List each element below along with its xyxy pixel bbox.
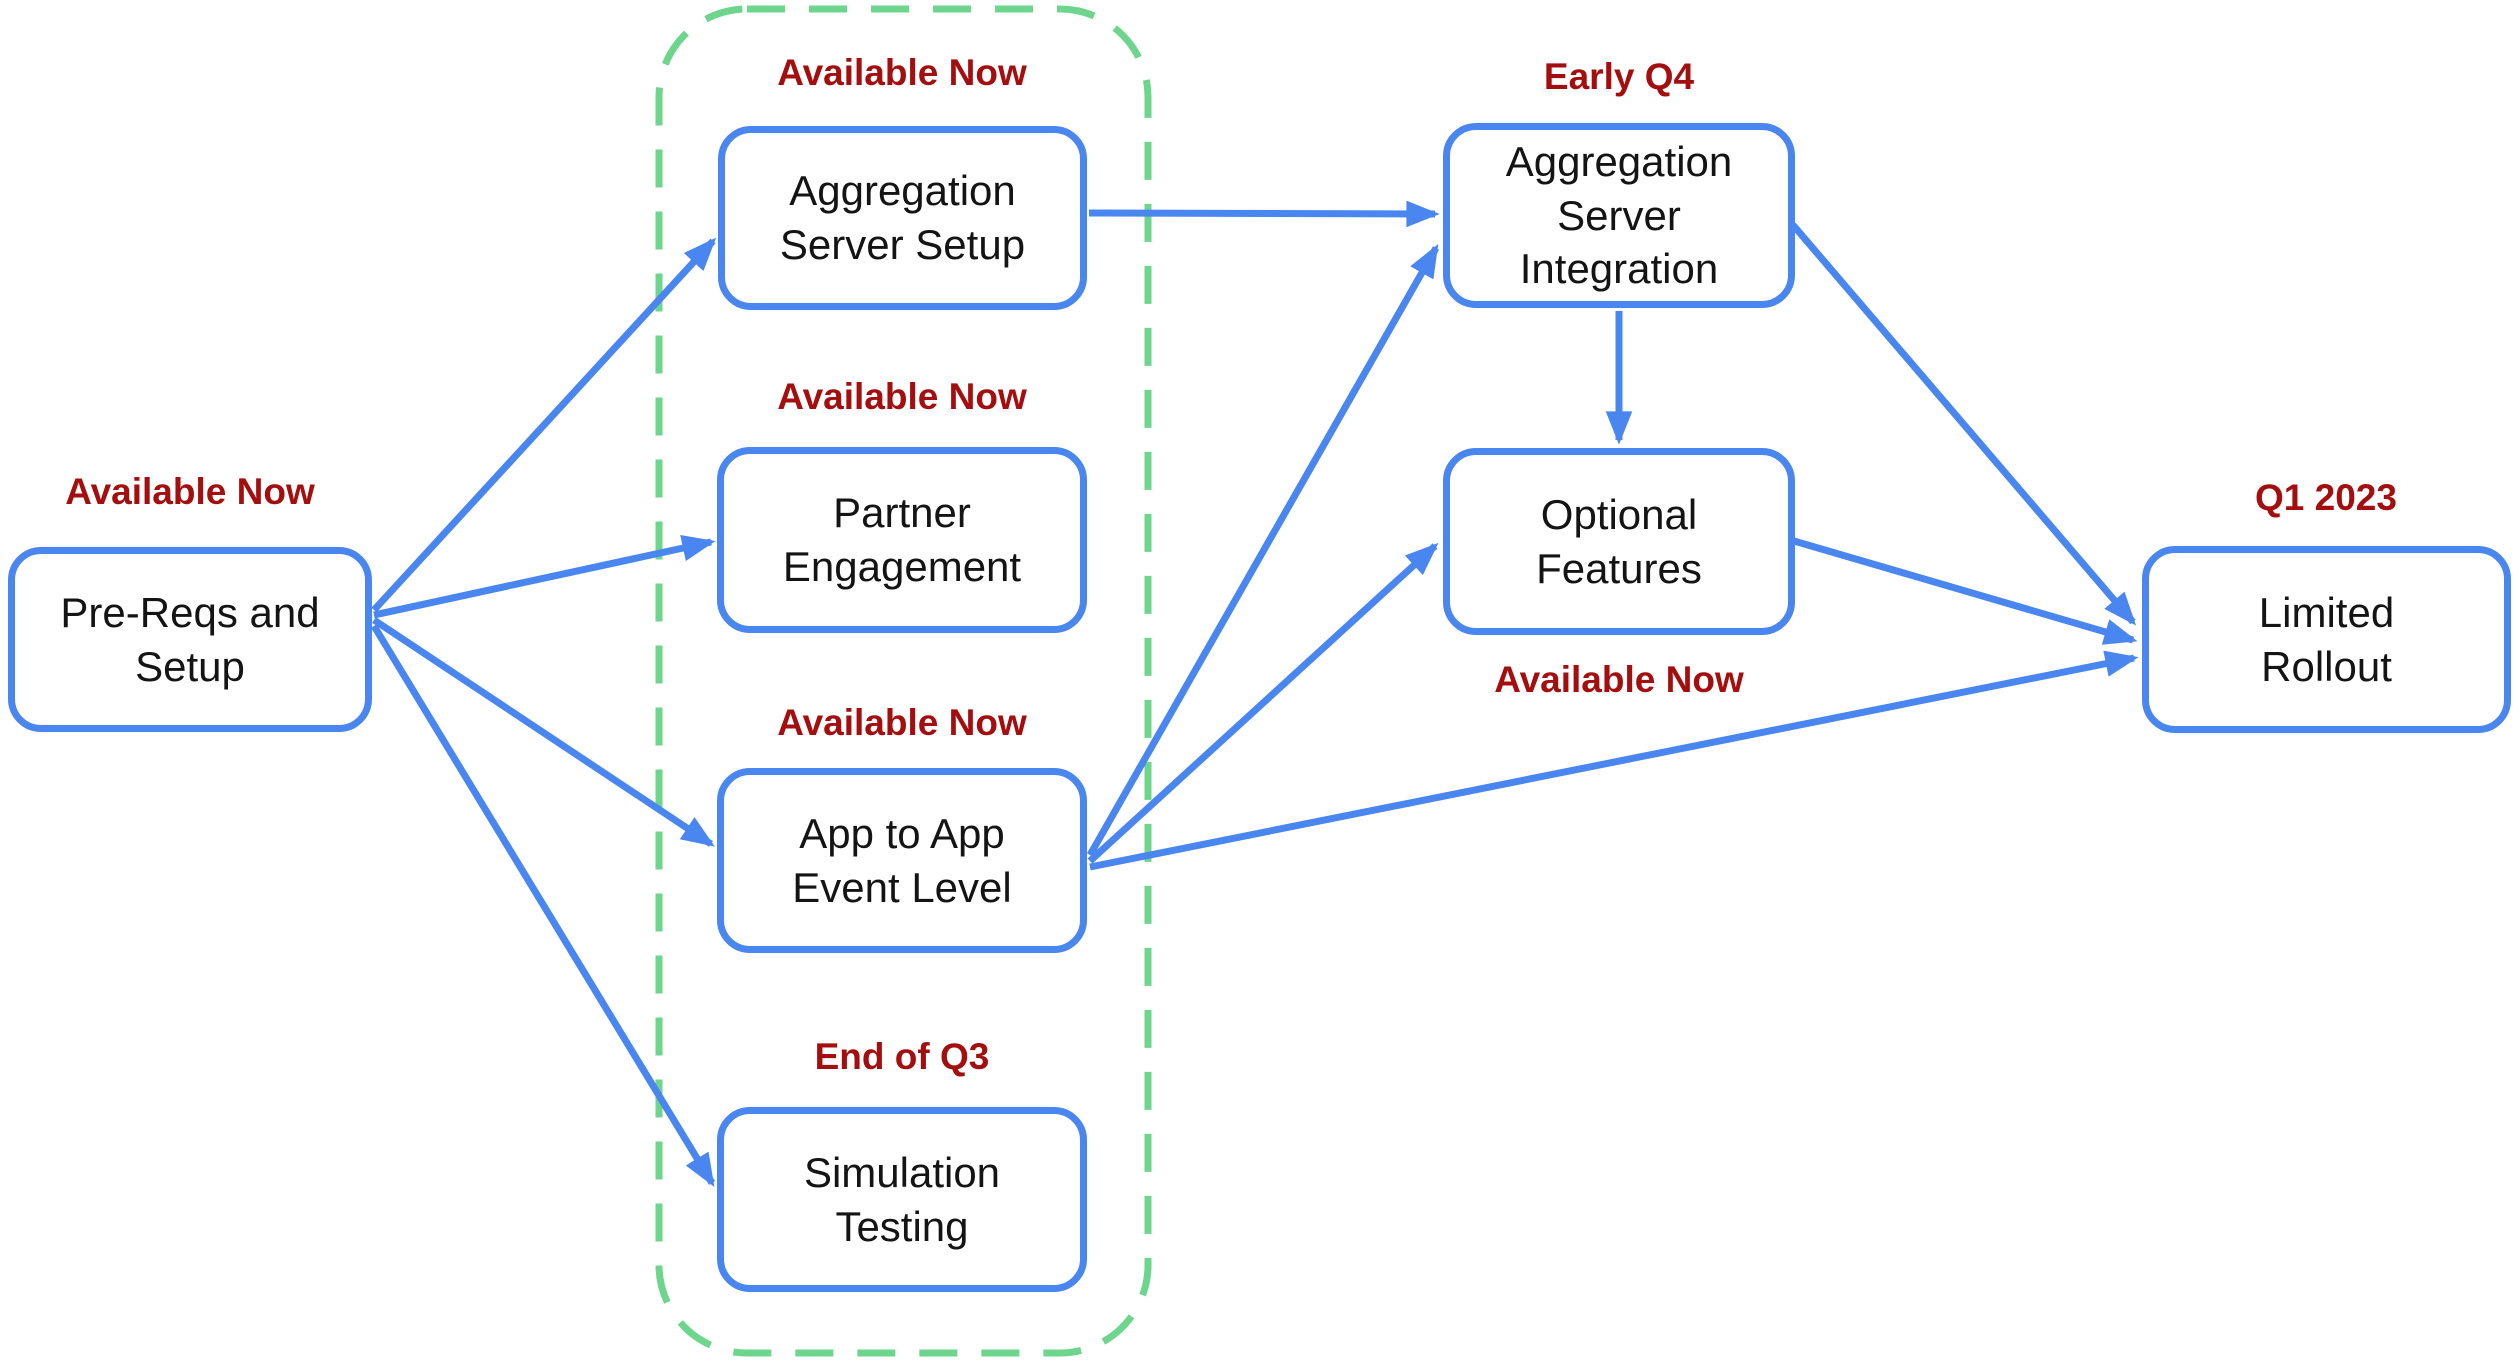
- edge-agg_setup-to-agg_integration: [1088, 200, 1440, 228]
- status-limited: Q1 2023: [2255, 477, 2397, 518]
- status-optional: Available Now: [1494, 659, 1744, 700]
- edge-agg_integration-to-limited: [1790, 222, 2137, 626]
- node-aggregation-server-setup: Aggregation Server Setup: [718, 126, 1087, 310]
- node-aggregation-server-integration: Aggregation Server Integration: [1443, 123, 1795, 308]
- status-pre-reqs: Available Now: [65, 471, 315, 512]
- edge-pre_reqs-to-simulation: [371, 624, 715, 1187]
- node-pre-reqs-and-setup: Pre-Reqs and Setup: [8, 547, 372, 732]
- phase-group-outline: [655, 5, 1152, 1357]
- status-agg-integration: Early Q4: [1543, 56, 1695, 97]
- node-app-to-app-event-level: App to App Event Level: [717, 768, 1087, 953]
- status-agg-setup: Available Now: [777, 52, 1027, 93]
- edge-app_to_app-to-limited: [1089, 650, 2139, 871]
- node-optional-features: Optional Features: [1443, 448, 1795, 635]
- edge-pre_reqs-to-agg_setup: [371, 237, 717, 613]
- status-simulation: End of Q3: [814, 1036, 990, 1077]
- edge-optional-to-limited: [1793, 537, 2138, 645]
- edge-pre_reqs-to-partner: [373, 535, 716, 619]
- node-partner-engagement: Partner Engagement: [717, 447, 1087, 633]
- edge-pre_reqs-to-app_to_app: [372, 617, 715, 847]
- node-limited-rollout: Limited Rollout: [2142, 546, 2511, 733]
- status-app-to-app: Available Now: [777, 702, 1027, 743]
- edge-app_to_app-to-optional: [1087, 542, 1439, 864]
- node-simulation-testing: Simulation Testing: [717, 1107, 1087, 1292]
- status-partner: Available Now: [777, 376, 1027, 417]
- edge-app_to_app-to-agg_integration: [1086, 243, 1440, 857]
